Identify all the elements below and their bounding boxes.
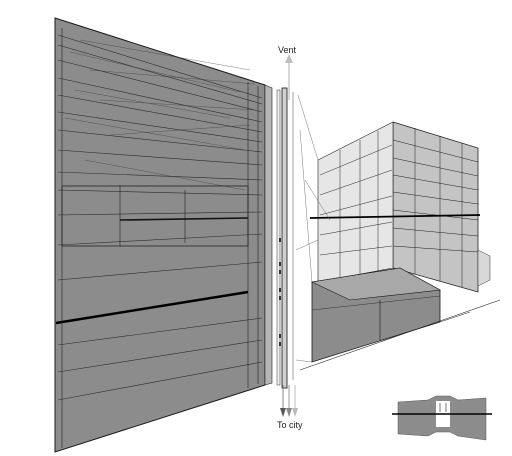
ground-block (299, 267, 501, 371)
arrow-up-icon (285, 54, 293, 63)
ventilation-shaft (264, 54, 298, 417)
left-building-wall (54, 17, 266, 453)
right-building (309, 121, 491, 293)
to-city-label: To city (277, 420, 303, 430)
section-key-icon (392, 395, 492, 441)
construction-lines (295, 94, 331, 363)
arrow-down-icon (280, 408, 298, 417)
vent-label: Vent (278, 45, 297, 55)
